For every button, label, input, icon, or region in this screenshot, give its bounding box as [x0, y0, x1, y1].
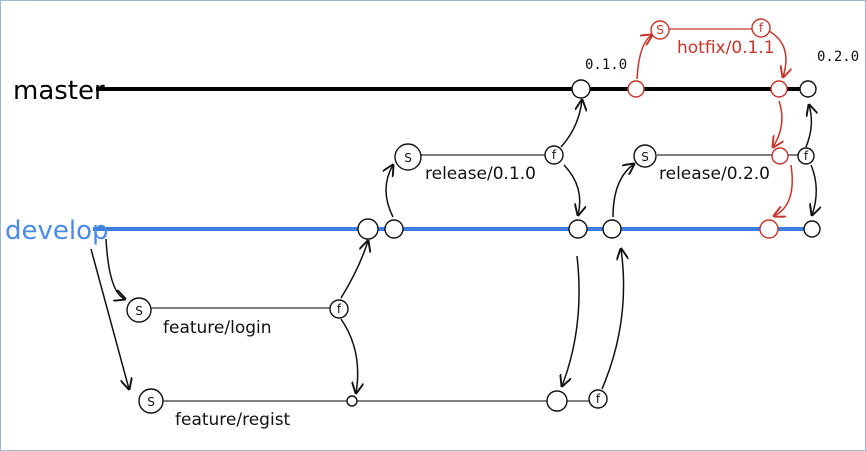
tag-020: 0.2.0 [817, 49, 859, 65]
feature-regist-commit-1 [346, 395, 358, 407]
arrow-develop-to-release-010 [386, 165, 393, 218]
develop-commit-3 [568, 219, 588, 239]
develop-label: develop [5, 216, 109, 246]
hotfix-011-start-node [650, 20, 670, 40]
arrow-feature-login-to-develop [340, 241, 368, 299]
master-commit-hotfix-start [627, 80, 645, 98]
release-010-finish-node [544, 145, 564, 165]
master-commit-010 [571, 79, 591, 99]
feature-login-finish-letter: f [337, 302, 342, 316]
arrow-develop-to-feature-login [105, 238, 125, 299]
hotfix-011-finish-letter: f [759, 21, 764, 35]
arrow-feature-login-to-regist [340, 318, 358, 393]
arrow-master-to-release-020 [773, 100, 782, 147]
feature-login-finish-node [329, 299, 349, 319]
master-label: master [13, 76, 105, 106]
develop-commit-2 [384, 219, 404, 239]
develop-commit-5 [803, 220, 821, 238]
arrow-develop-to-release-020 [612, 164, 634, 218]
arrow-develop-to-regist [562, 255, 580, 386]
hotfix-011-start-letter: S [656, 23, 664, 37]
release-020-label: release/0.2.0 [659, 164, 770, 184]
tag-010: 0.1.0 [585, 57, 627, 73]
develop-commit-hotfix-merge [759, 219, 779, 239]
release-020-start-letter: S [641, 150, 649, 164]
release-010-start-node [394, 143, 422, 171]
feature-regist-commit-2 [546, 390, 568, 412]
master-commit-hotfix-merge [770, 80, 788, 98]
develop-commit-1 [357, 218, 379, 240]
arrow-regist-to-develop [601, 249, 624, 390]
release-020-hotfix-merge-node [771, 147, 789, 165]
feature-regist-finish-letter: f [596, 392, 601, 406]
hotfix-011-label: hotfix/0.1.1 [677, 38, 775, 58]
release-010-start-letter: S [404, 151, 412, 165]
hotfix-011-finish-node [751, 18, 771, 38]
feature-regist-label: feature/regist [175, 410, 291, 430]
feature-login-label: feature/login [163, 318, 272, 338]
arrow-release-010-to-develop [563, 164, 580, 215]
feature-regist-start-node [138, 388, 164, 414]
release-020-finish-letter: f [804, 149, 809, 163]
arrow-master-to-hotfix [636, 35, 652, 80]
release-010-finish-letter: f [552, 148, 557, 162]
feature-regist-finish-node [588, 389, 608, 409]
arrow-release-020-to-develop [811, 164, 816, 215]
arrow-release-020-to-master [805, 105, 811, 148]
feature-regist-start-letter: S [147, 395, 155, 409]
feature-login-start-letter: S [135, 304, 143, 318]
release-020-start-node [633, 144, 657, 168]
feature-login-start-node [126, 297, 152, 323]
release-010-label: release/0.1.0 [425, 164, 536, 184]
develop-commit-4 [602, 219, 622, 239]
arrow-release-020-to-develop-hotfix [774, 164, 793, 216]
arrow-release-010-to-master [560, 100, 582, 148]
master-commit-020 [799, 80, 817, 98]
release-020-finish-node [797, 147, 815, 165]
arrow-hotfix-to-master [768, 30, 786, 77]
arrow-develop-to-feature-regist [90, 248, 129, 389]
